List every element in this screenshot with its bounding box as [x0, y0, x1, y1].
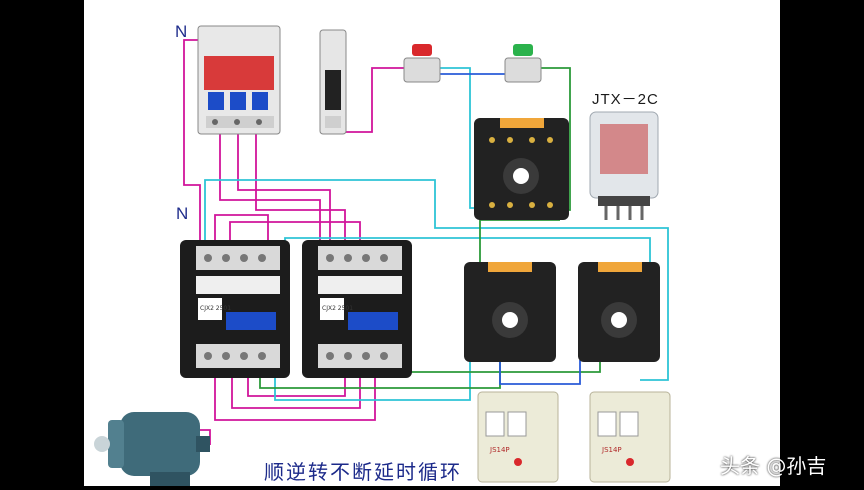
- circuit-breaker-1p: [319, 29, 347, 135]
- wire-cyan-low: [274, 360, 471, 401]
- contactor-1-badge: CJX2 2501: [200, 305, 231, 312]
- wire-l1: [219, 128, 321, 250]
- wire-cyan-main: [204, 179, 669, 381]
- motor: [94, 412, 210, 486]
- contactor-2: [302, 240, 412, 378]
- relay-base-top: [474, 118, 569, 220]
- relay-base-left: [464, 262, 556, 362]
- contactor-2-badge: CJX2 2501: [322, 305, 353, 312]
- start-button: [504, 44, 542, 83]
- wires: [183, 39, 669, 445]
- wire-l3: [255, 128, 346, 250]
- wire-motor-2: [231, 378, 361, 409]
- wire-control: [344, 67, 404, 133]
- timer-2: [589, 391, 671, 483]
- timer-2-badge: JS14P: [601, 446, 622, 454]
- timer-1: [477, 391, 559, 483]
- wire-neutral: [183, 39, 208, 250]
- timer-1-badge: JS14P: [489, 446, 510, 454]
- contactor-1: [180, 240, 290, 378]
- wire-blue-timer: [499, 360, 581, 385]
- neutral-label-left: N: [176, 204, 189, 223]
- relay-base-right: [578, 262, 660, 362]
- relay-model-label: JTX－2C: [592, 91, 659, 108]
- wire-l2: [237, 128, 331, 250]
- wire-cyan-btn: [440, 67, 471, 100]
- circuit-breaker-4p: [197, 25, 281, 135]
- diagram-caption: 顺逆转不断延时循环: [264, 460, 462, 484]
- stop-button: [403, 44, 441, 83]
- wire-k1-top: [214, 214, 269, 250]
- intermediate-relay: [589, 111, 659, 220]
- watermark: 头条 @孙吉: [720, 454, 827, 478]
- wire-k1-k2: [229, 221, 361, 250]
- neutral-label-top: N: [175, 22, 188, 41]
- wire-motor-3: [247, 378, 346, 397]
- wire-motor-1: [214, 378, 376, 421]
